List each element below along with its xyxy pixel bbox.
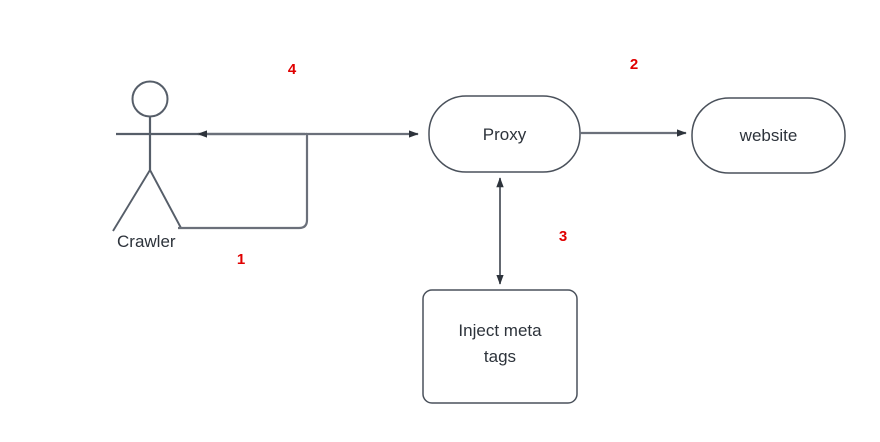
step-label-4: 4: [288, 61, 297, 78]
inject-meta-tags-shape: [422, 289, 578, 404]
step-label-1: 1: [237, 251, 245, 268]
inject-meta-tags-label-line2: tags: [484, 347, 516, 366]
node-crawler[interactable]: Crawler: [112, 80, 305, 252]
node-inject-meta-tags[interactable]: Inject meta tags: [422, 289, 578, 404]
crawler-label: Crawler: [117, 232, 176, 251]
website-label: website: [739, 126, 798, 145]
crawler-head-icon: [131, 80, 169, 118]
proxy-label: Proxy: [483, 125, 527, 144]
crawler-leg-right: [149, 169, 182, 229]
node-proxy[interactable]: Proxy: [428, 95, 581, 173]
edge-crawler-to-proxy[interactable]: [178, 130, 419, 230]
node-website[interactable]: website: [691, 97, 846, 174]
inject-meta-tags-label-line1: Inject meta: [458, 321, 542, 340]
step-label-3: 3: [559, 228, 567, 245]
step-label-2: 2: [630, 56, 638, 73]
crawler-leg-left: [112, 169, 151, 232]
website-shape: [691, 97, 846, 174]
edge-crawler-to-proxy-path: [178, 130, 419, 230]
